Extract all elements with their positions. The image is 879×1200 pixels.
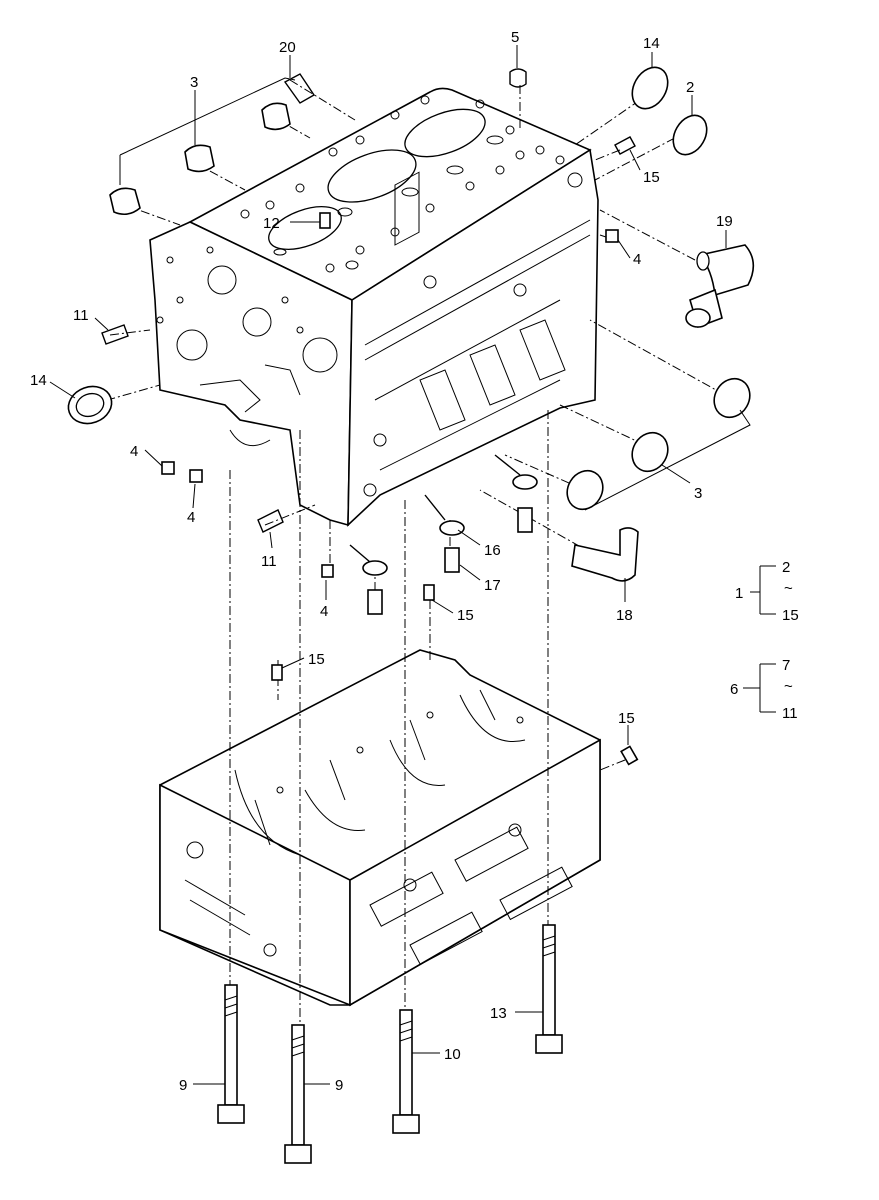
- upper-crankcase: [149, 87, 599, 527]
- group-6-to: 11: [782, 705, 798, 722]
- group-legend-1: 1 2 ~ 15: [735, 559, 799, 624]
- bolts: [217, 924, 563, 1164]
- callout-20: 20: [279, 39, 296, 56]
- callout-10: 10: [444, 1046, 461, 1063]
- callout-16: 16: [484, 542, 501, 559]
- callout-labels: 20 5 14 2 3 15 19 12 4 11 14 4 4 3 11 16…: [30, 29, 733, 1094]
- group-6-parent: 6: [730, 681, 738, 698]
- callout-4-left: 4: [130, 443, 138, 460]
- callout-13: 13: [490, 1005, 507, 1022]
- bolt-9b: [284, 1024, 312, 1164]
- callout-14-top: 14: [643, 35, 660, 52]
- bolt-13: [535, 924, 563, 1054]
- callout-4-bottom: 4: [320, 603, 328, 620]
- callout-11-center: 11: [261, 553, 277, 570]
- callout-15-middle: 15: [457, 607, 474, 624]
- callout-11-left: 11: [73, 307, 89, 324]
- assembly-lines: [89, 79, 726, 1030]
- callout-3-top: 3: [190, 74, 198, 91]
- small-parts: [67, 66, 755, 766]
- callout-12: 12: [263, 215, 280, 232]
- callout-19: 19: [716, 213, 733, 230]
- callout-15-lower: 15: [308, 651, 325, 668]
- callout-14-left: 14: [30, 372, 47, 389]
- callout-5: 5: [511, 29, 519, 46]
- callout-18: 18: [616, 607, 633, 624]
- group-legend-6: 6 7 ~ 11: [730, 657, 798, 722]
- callout-17: 17: [484, 577, 501, 594]
- callout-2: 2: [686, 79, 694, 96]
- group-1-from: 2: [782, 559, 790, 576]
- callout-15-top: 15: [643, 169, 660, 186]
- group-1-to: 15: [782, 607, 799, 624]
- lower-crankcase: [159, 649, 601, 1007]
- callout-3-right: 3: [694, 485, 702, 502]
- callout-9-right: 9: [335, 1077, 343, 1094]
- bolt-9a: [217, 984, 245, 1124]
- callout-4-right: 4: [633, 251, 641, 268]
- group-6-tilde: ~: [784, 678, 793, 695]
- callout-15-right: 15: [618, 710, 635, 727]
- group-1-tilde: ~: [784, 580, 793, 597]
- leader-lines: [49, 45, 776, 1085]
- callout-9-left: 9: [179, 1077, 187, 1094]
- group-6-from: 7: [782, 657, 790, 674]
- group-1-parent: 1: [735, 585, 743, 602]
- bolt-10: [392, 1009, 420, 1134]
- callout-4-center: 4: [187, 509, 195, 526]
